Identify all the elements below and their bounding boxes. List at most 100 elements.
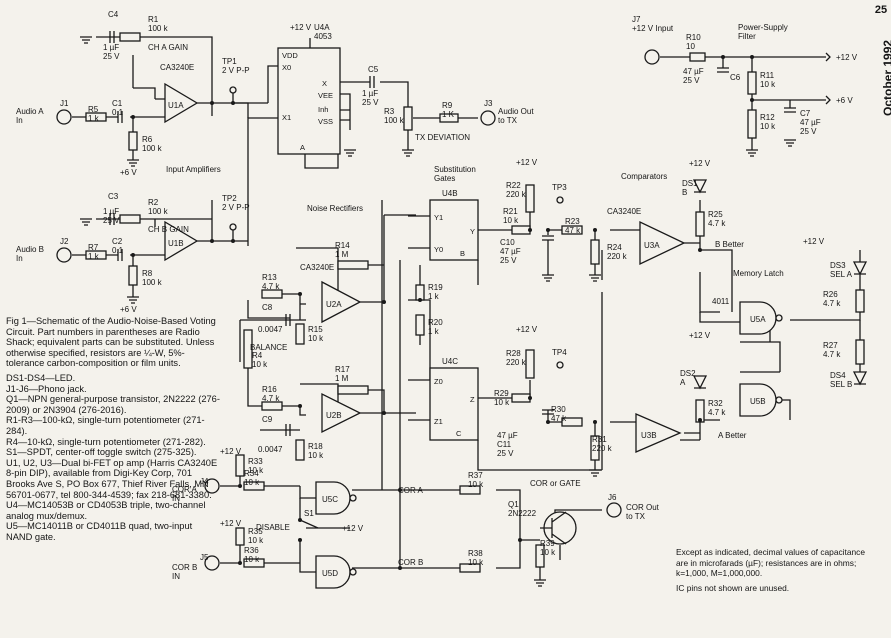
testpoint-tp4 (556, 361, 564, 369)
resistor-r34 (243, 481, 265, 491)
ground-symbols (80, 36, 796, 587)
u4c-z-pin: Z (470, 395, 475, 404)
resistor-r19 (415, 284, 425, 301)
jack-j5-icon (204, 555, 220, 571)
capacitor-c10 (542, 235, 554, 260)
parts-list-item: J1-J6—Phono jack. (6, 383, 87, 394)
jack-j6-icon (606, 502, 622, 518)
capacitor-c8 (285, 314, 291, 326)
u4a-vee-pin: VEE (318, 91, 333, 100)
r35-supply-label: +12 V (220, 519, 242, 528)
j1-label: J1 (60, 99, 69, 108)
resistor-r18 (295, 439, 305, 461)
r28-supply-label: +12 V (516, 325, 538, 334)
u4b-y1-pin: Y1 (434, 213, 443, 222)
supply-12v-label: +12 V (836, 53, 858, 62)
resistor-r38 (459, 563, 481, 573)
cor-or-gate-heading: COR or GATE (530, 479, 581, 488)
resistor-r29 (511, 393, 531, 403)
resistor-r39 (535, 544, 545, 568)
components (56, 31, 868, 589)
cor-b-label: COR B (398, 558, 423, 567)
c5-label: C5 (368, 65, 379, 74)
u1b-label: U1B (168, 239, 184, 248)
u2a-label: U2A (326, 300, 342, 309)
resistor-r10 (689, 52, 706, 62)
u4c-c-pin: C (456, 429, 462, 438)
a-better-label: A Better (718, 431, 747, 440)
capacitor-c1 (117, 111, 123, 123)
testpoint-tp2 (229, 223, 237, 231)
issue-date: October 1992 (881, 39, 891, 116)
capacitor-c11 (542, 409, 554, 415)
ch-a-gain-label: CH A GAIN (148, 43, 188, 52)
resistor-r31 (590, 435, 600, 461)
opamp-u2b (321, 392, 362, 434)
u1a-label: U1A (168, 101, 184, 110)
resistor-r23 (561, 225, 583, 235)
u4a-vdd-pin: VDD (282, 51, 298, 60)
legend: Fig 1—Schematic of the Audio-Noise-Based… (6, 316, 220, 542)
u2b-label: U2B (326, 411, 342, 420)
u4a-x1-pin: X1 (282, 113, 291, 122)
u4b-y-pin: Y (470, 227, 475, 236)
resistor-r12 (747, 109, 757, 139)
noise-rectifiers-heading: Noise Rectifiers (307, 204, 363, 213)
input-amplifiers-heading: Input Amplifiers (166, 165, 221, 174)
mux-u4b (429, 199, 479, 261)
resistor-r3 (403, 106, 413, 131)
parts-list-item: U4—MC14053B or CD4053B triple, two-chann… (6, 500, 206, 521)
resistor-r26 (855, 289, 865, 313)
tp4-label: TP4 (552, 348, 567, 357)
jack-j4-icon (204, 478, 220, 494)
resistor-r20 (415, 314, 425, 336)
jack-j2-icon (56, 247, 72, 263)
j7-label: J7+12 V Input (632, 15, 674, 33)
page-margin: 25 October 1992 (873, 0, 891, 638)
u4b-b-pin: B (460, 249, 465, 258)
resistor-r8 (128, 265, 138, 286)
u4-supply-label: +12 V (290, 23, 312, 32)
c9-value: 0.0047 (258, 445, 283, 454)
resistor-r27 (855, 339, 865, 365)
testpoint-tp3 (556, 196, 564, 204)
parts-list: DS1-DS4—LED.J1-J6—Phono jack.Q1—NPN gene… (6, 373, 220, 543)
resistor-r28 (525, 349, 535, 379)
u4a-inh-pin: Inh (318, 105, 328, 114)
jack-j7-icon (644, 49, 660, 65)
j4-label: J4 (200, 477, 209, 486)
u3-part-label: CA3240E (607, 207, 641, 216)
ch-b-gain-label: CH B GAIN (148, 225, 189, 234)
